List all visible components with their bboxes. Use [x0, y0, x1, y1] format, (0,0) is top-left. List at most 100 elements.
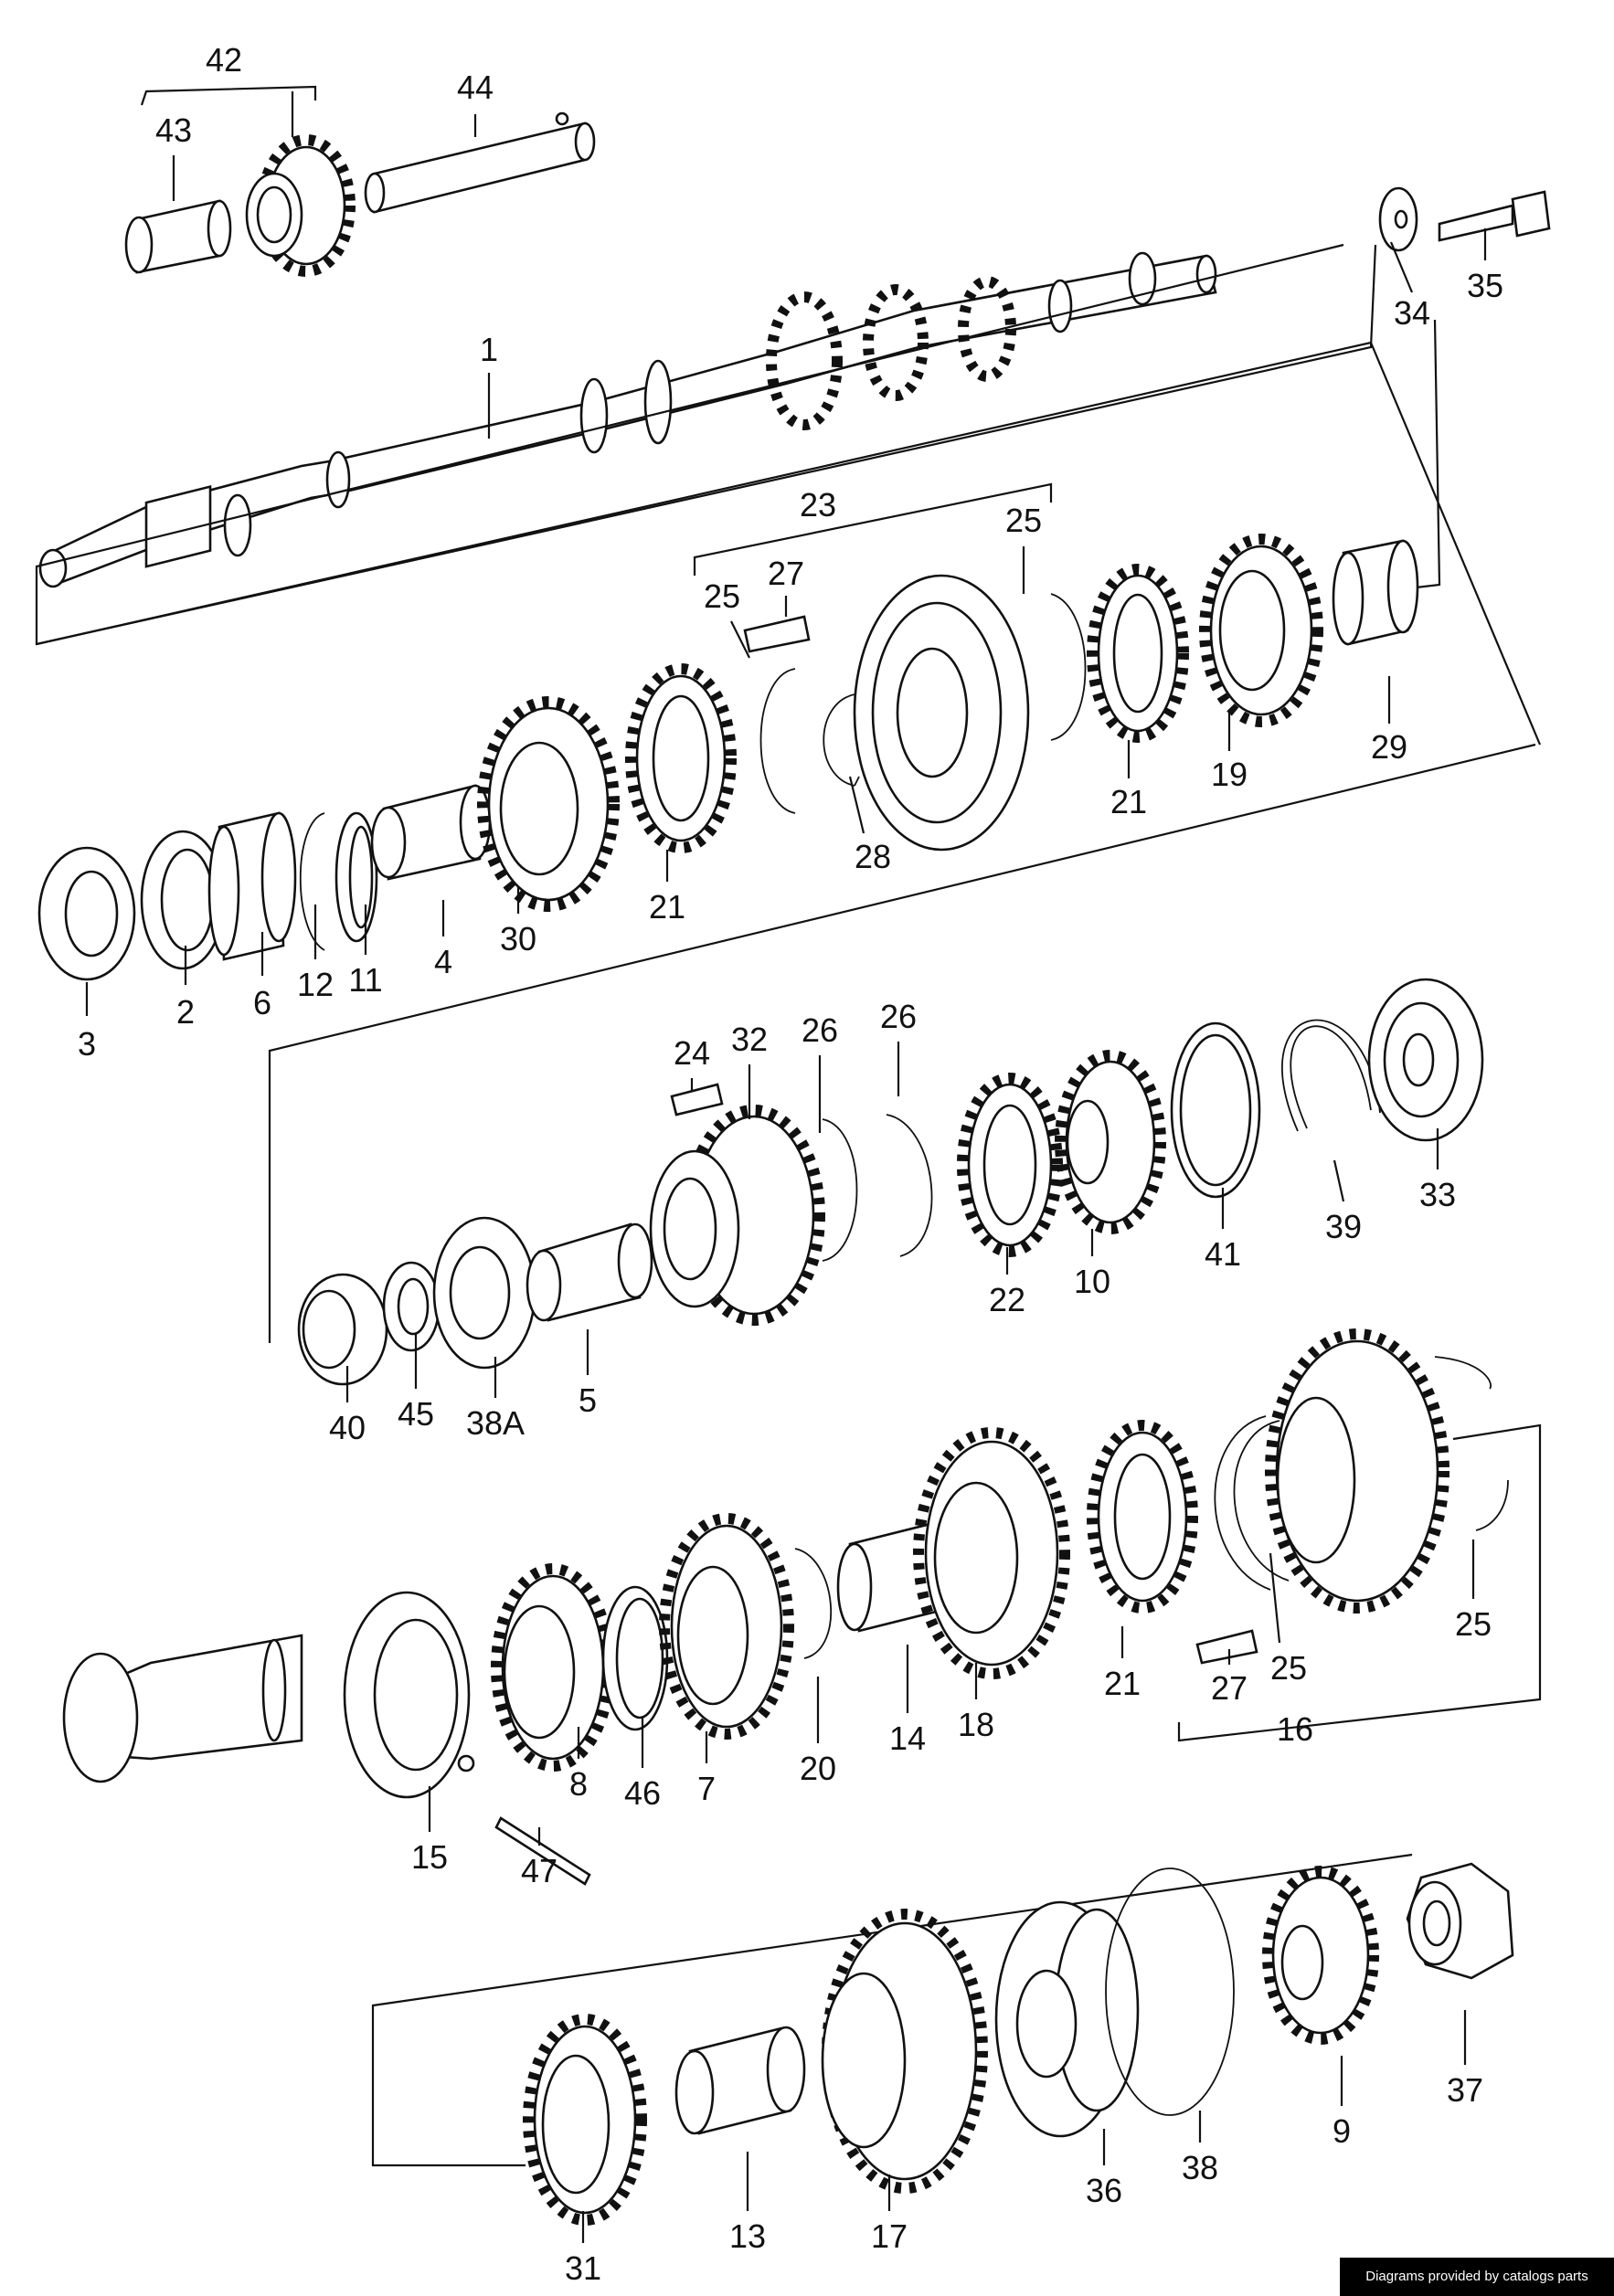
callout-label-11: 11 [348, 961, 382, 999]
frame-row-4 [1177, 1423, 1542, 1742]
callout-label-3: 3 [78, 1025, 96, 1063]
callout-label-42: 42 [206, 41, 242, 79]
bracket-42 [140, 85, 317, 106]
part-24-key [670, 1083, 724, 1116]
callout-label-4: 4 [434, 943, 452, 980]
callout-label-46: 46 [624, 1774, 661, 1812]
part-23-synchro-hub [853, 574, 1030, 852]
leader-line-25 [1269, 1552, 1281, 1644]
callout-label-25: 25 [704, 577, 740, 615]
part-46-shim [601, 1585, 669, 1731]
leader-line-39 [1333, 1159, 1345, 1202]
part-39-circlip [1280, 1019, 1381, 1132]
pinion-shaft [62, 1634, 303, 1783]
callout-label-5: 5 [579, 1381, 597, 1419]
part-42-gear [245, 134, 356, 277]
callout-label-21: 21 [1104, 1665, 1141, 1702]
part-9-gear [1262, 1866, 1379, 2045]
callout-label-34: 34 [1394, 294, 1430, 332]
callout-label-15: 15 [411, 1838, 448, 1876]
callout-label-45: 45 [398, 1395, 434, 1433]
callout-label-28: 28 [855, 838, 891, 875]
callout-label-18: 18 [958, 1706, 994, 1743]
part-41-ring [1170, 1021, 1261, 1199]
leader-line-34 [1389, 241, 1414, 293]
part-30-gear [477, 696, 620, 912]
callout-label-38A: 38A [466, 1404, 525, 1442]
leader-line-28 [848, 776, 865, 834]
part-5-needle-bearing [526, 1222, 653, 1322]
callout-label-16: 16 [1277, 1710, 1313, 1748]
frame-row-3 [268, 743, 1536, 1343]
callout-label-41: 41 [1205, 1235, 1241, 1273]
part-40-race [297, 1273, 388, 1386]
callout-label-20: 20 [800, 1750, 836, 1787]
callout-label-27: 27 [1211, 1669, 1248, 1707]
part-32-gear [649, 1105, 825, 1326]
part-4-needle-bearing [370, 784, 492, 881]
callout-label-12: 12 [297, 966, 334, 1003]
part-21-synchro-ring [625, 663, 737, 853]
part-21-synchro-ring-b [1087, 564, 1189, 743]
callout-label-38: 38 [1182, 2149, 1218, 2186]
part-20-circlip [794, 1548, 833, 1659]
diagram-credit-badge: Diagrams provided by catalogs parts [1340, 2258, 1614, 2296]
part-17-gear [821, 1909, 988, 2194]
leader-line-25 [730, 620, 750, 659]
callout-label-36: 36 [1086, 2172, 1122, 2209]
callout-label-6: 6 [253, 984, 271, 1021]
part-26-springs [822, 1114, 933, 1262]
part-11-ring [334, 811, 378, 943]
part-44-pin-shaft [364, 111, 596, 214]
callout-label-33: 33 [1419, 1176, 1456, 1213]
callout-label-37: 37 [1447, 2071, 1483, 2109]
part-6-bearing [207, 811, 297, 961]
bracket-23 [693, 482, 1053, 576]
callout-label-26: 26 [880, 998, 917, 1035]
part-29-needle-bearing [1332, 539, 1419, 646]
part-38A-thrust-washer [432, 1216, 536, 1370]
callout-label-8: 8 [569, 1765, 588, 1803]
part-25-spring-b [1050, 593, 1087, 741]
part-31-synchro-ring [523, 2014, 647, 2226]
part-38-thrust-washer [1105, 1867, 1235, 2116]
callout-label-13: 13 [729, 2217, 766, 2255]
callout-label-25: 25 [1270, 1649, 1307, 1687]
callout-label-40: 40 [329, 1409, 366, 1446]
callout-label-31: 31 [565, 2249, 601, 2287]
callout-label-10: 10 [1074, 1263, 1110, 1300]
part-25-spring-c [1434, 1356, 1509, 1531]
part-36-tapered-bearing [994, 1900, 1140, 2138]
part-13-needle-bearing [674, 2026, 806, 2135]
part-19-gear [1199, 534, 1323, 727]
part-27-key-b [1195, 1629, 1258, 1665]
part-18-gear [913, 1427, 1070, 1679]
part-22-synchro-ring [957, 1073, 1063, 1257]
part-34-washer [1378, 186, 1418, 252]
callout-label-21: 21 [649, 888, 685, 926]
callout-label-22: 22 [989, 1281, 1025, 1318]
callout-label-35: 35 [1467, 267, 1503, 304]
part-2-ring [140, 830, 226, 970]
callout-label-25: 25 [1455, 1605, 1492, 1643]
part-27-key-a [743, 615, 811, 653]
callout-label-44: 44 [457, 69, 494, 106]
part-8-gear [491, 1563, 615, 1772]
callout-label-39: 39 [1325, 1208, 1362, 1245]
callout-label-1: 1 [480, 331, 498, 368]
callout-label-43: 43 [155, 111, 192, 149]
callout-label-24: 24 [674, 1034, 710, 1072]
callout-label-7: 7 [697, 1770, 716, 1807]
part-37-nut [1406, 1862, 1514, 1980]
part-47-pin [494, 1816, 591, 1886]
callout-label-47: 47 [521, 1852, 557, 1889]
part-35-bolt [1438, 190, 1551, 242]
callout-label-21: 21 [1110, 783, 1147, 820]
callout-label-17: 17 [871, 2217, 908, 2255]
part-15-bearing [343, 1591, 475, 1799]
callout-label-26: 26 [802, 1011, 838, 1049]
part-16-synchro-hub [1214, 1328, 1449, 1614]
callout-label-19: 19 [1211, 756, 1248, 793]
part-12-circlip [299, 812, 325, 951]
